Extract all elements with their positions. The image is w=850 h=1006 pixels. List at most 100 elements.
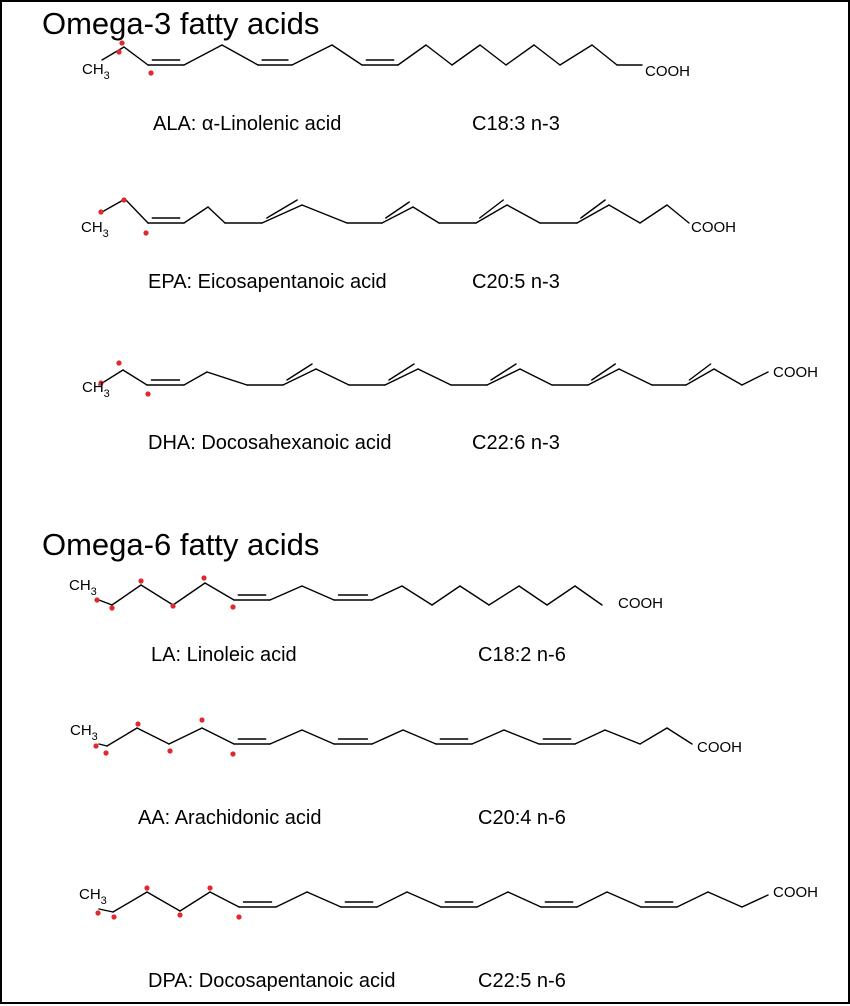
single-bond <box>608 204 641 224</box>
carbon-chain <box>98 197 690 236</box>
molecule-name-la: LA: Linoleic acid <box>151 644 297 666</box>
double-bond <box>486 368 521 386</box>
single-bond <box>315 368 350 386</box>
single-bond <box>707 891 743 908</box>
single-bond <box>101 198 126 213</box>
single-bond <box>301 204 348 224</box>
single-bond <box>406 891 442 908</box>
single-bond <box>146 891 181 912</box>
single-bond <box>676 891 709 908</box>
carbon-chain <box>94 575 603 611</box>
molecule-structure-dha: CH3 COOH <box>82 360 818 400</box>
single-bond <box>269 729 303 745</box>
single-bond <box>201 727 235 745</box>
carbon-position-marker <box>177 912 183 918</box>
single-bond <box>331 44 363 66</box>
single-bond <box>136 727 170 745</box>
single-bond <box>123 46 149 66</box>
molecule-name-ala: ALA: α-Linolenic acid <box>153 113 342 135</box>
single-bond <box>183 44 223 66</box>
single-bond <box>576 891 608 908</box>
double-bond-second-line <box>591 363 616 381</box>
carbon-position-marker <box>93 743 99 749</box>
carbon-chain <box>93 717 693 757</box>
carbon-position-marker <box>207 885 213 891</box>
single-bond <box>301 729 335 745</box>
molecule-structure-epa: CH3 COOH <box>81 197 736 240</box>
double-bond-second-line <box>580 199 606 219</box>
methyl-group-label: CH3 <box>82 379 110 400</box>
single-bond <box>209 891 240 908</box>
carbon-position-marker <box>144 885 150 891</box>
omega-6-heading: Omega-6 fatty acids <box>42 527 320 562</box>
carbon-position-marker <box>94 597 100 603</box>
single-bond <box>206 371 248 386</box>
carbon-position-marker <box>103 750 109 756</box>
carboxyl-group-label: COOH <box>691 219 736 236</box>
single-bond <box>425 44 453 66</box>
molecule-structure-la: CH3 COOH <box>69 575 663 612</box>
molecule-formula-dpa: C22:5 n-6 <box>478 970 566 992</box>
methyl-group-label: CH3 <box>82 61 110 82</box>
single-bond <box>183 371 208 386</box>
single-bond <box>604 729 641 745</box>
double-bond <box>381 206 414 224</box>
carbon-chain <box>101 40 643 76</box>
double-bond <box>587 368 620 386</box>
single-bond <box>666 204 690 224</box>
single-bond <box>459 585 490 606</box>
carbon-chain <box>95 885 769 920</box>
single-bond <box>574 729 606 745</box>
single-bond <box>451 44 481 66</box>
methyl-group-label: CH3 <box>69 577 97 598</box>
single-bond <box>666 727 693 745</box>
methyl-group-label: CH3 <box>81 219 109 240</box>
single-bond <box>559 44 593 66</box>
single-bond <box>476 891 509 908</box>
single-bond <box>518 585 548 606</box>
single-bond <box>507 891 542 908</box>
carbon-position-marker <box>109 605 115 611</box>
molecule-structure-aa: CH3 COOH <box>70 717 742 757</box>
carbon-position-marker <box>230 604 236 610</box>
molecule-structure-ala: CH3 COOH <box>82 40 690 82</box>
single-bond <box>505 44 535 66</box>
single-bond <box>269 585 303 601</box>
double-bond <box>475 204 508 224</box>
double-bond-second-line <box>388 363 415 381</box>
double-bond <box>282 368 317 386</box>
single-bond <box>431 585 461 606</box>
single-bond <box>506 204 541 224</box>
carbon-position-marker <box>167 748 173 754</box>
single-bond <box>179 891 211 912</box>
single-bond <box>301 585 335 601</box>
double-bond <box>384 368 419 386</box>
carbon-position-marker <box>201 575 207 581</box>
carbon-position-marker <box>135 721 141 727</box>
single-bond <box>546 585 576 606</box>
molecule-name-aa: AA: Arachidonic acid <box>138 807 322 829</box>
single-bond <box>168 727 203 745</box>
single-bond <box>639 204 668 224</box>
double-bond-second-line <box>266 199 298 219</box>
single-bond <box>122 369 148 386</box>
carbon-position-marker <box>236 914 242 920</box>
single-bond <box>221 44 259 66</box>
carboxyl-group-label: COOH <box>773 364 818 381</box>
double-bond <box>685 368 715 386</box>
single-bond <box>412 206 440 224</box>
single-bond <box>376 891 408 908</box>
carbon-chain <box>98 360 769 397</box>
single-bond <box>306 891 342 908</box>
carbon-position-marker <box>116 49 122 55</box>
carbon-position-marker <box>145 391 151 397</box>
single-bond <box>402 729 437 745</box>
single-bond <box>471 729 505 745</box>
single-bond <box>574 585 603 606</box>
single-bond <box>401 585 433 606</box>
double-bond-second-line <box>286 363 313 381</box>
single-bond <box>204 582 235 601</box>
double-bond-second-line <box>479 199 504 219</box>
single-bond <box>618 368 653 386</box>
